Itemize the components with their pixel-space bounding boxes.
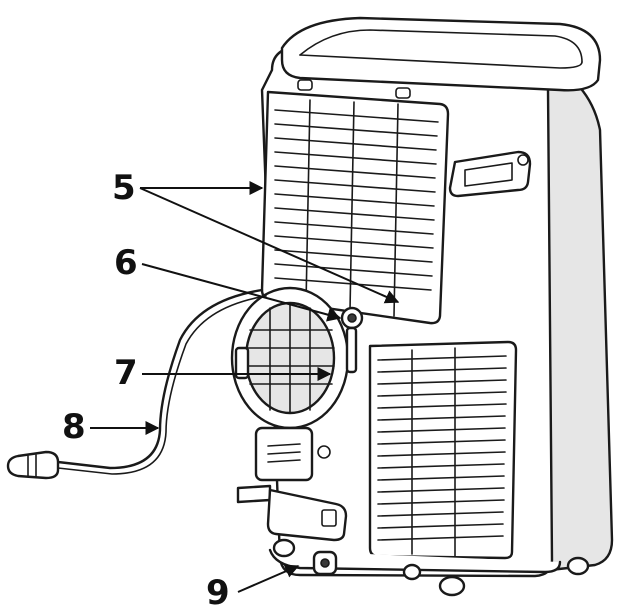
lower-grille-slats [377, 347, 507, 557]
cord-hook-bracket [236, 484, 348, 542]
callout-8: 8 [62, 407, 160, 447]
callout-6: 6 [114, 243, 342, 322]
power-plug-icon [6, 450, 60, 480]
callout-label-5: 5 [112, 168, 136, 208]
callout-label-7: 7 [114, 353, 138, 393]
exhaust-grid [246, 303, 335, 413]
callout-label-8: 8 [62, 407, 86, 447]
power-cord [6, 288, 267, 480]
callout-label-9: 9 [206, 573, 230, 612]
upper-filter-slats [274, 99, 439, 317]
drain-valve [340, 306, 364, 374]
lower-intake-grille [368, 340, 518, 560]
callout-5: 5 [112, 168, 400, 304]
callout-9: 9 [206, 564, 300, 612]
carry-handle [448, 150, 532, 198]
bottom-base [268, 538, 590, 597]
socket-vents [267, 443, 301, 463]
exhaust-outlet [230, 286, 350, 430]
callout-label-6: 6 [114, 243, 138, 283]
power-socket-panel [254, 426, 331, 482]
upper-air-filter [260, 79, 450, 325]
callout-7: 7 [114, 353, 332, 393]
drain-port [312, 550, 338, 576]
